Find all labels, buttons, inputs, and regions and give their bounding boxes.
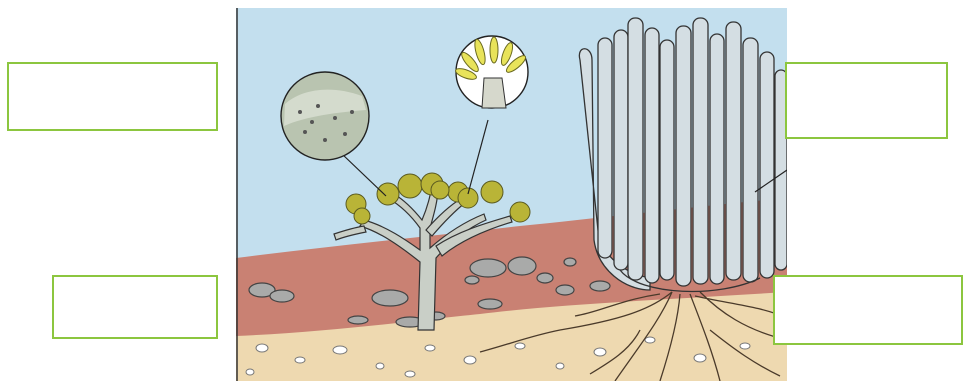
- columnar-cactus: [579, 18, 787, 291]
- label-box-bottom-left[interactable]: [52, 275, 218, 339]
- label-box-bottom-right[interactable]: [773, 275, 963, 345]
- bark-magnifier: [281, 72, 369, 160]
- leaves-magnifier: [454, 36, 528, 108]
- label-box-top-right[interactable]: [785, 62, 948, 139]
- label-box-top-left[interactable]: [7, 62, 218, 131]
